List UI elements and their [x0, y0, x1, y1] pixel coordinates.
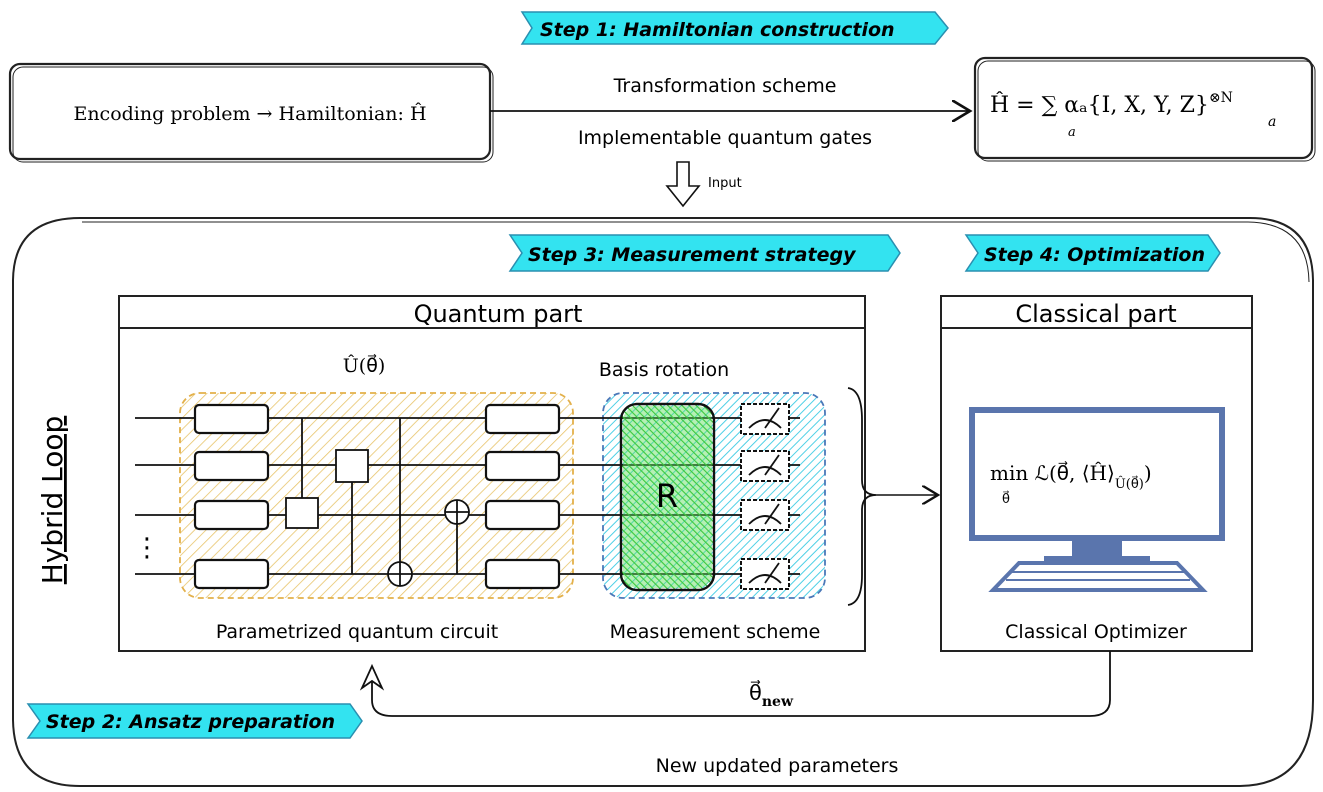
basis-rotation-label: Basis rotation	[599, 359, 729, 381]
objective-formula: min ℒ(θ⃗, ⟨Ĥ⟩Û(θ⃗))	[990, 460, 1152, 492]
classical-caption: Classical Optimizer	[1005, 621, 1187, 643]
step4-label: Step 4: Optimization	[984, 244, 1205, 266]
hamiltonian-sub: a	[1268, 114, 1276, 130]
rotation-gate	[619, 402, 716, 592]
step2-tag: Step 2: Ansatz preparation	[26, 703, 363, 739]
encoding-text: Encoding problem → Hamiltonian: Ĥ	[73, 102, 426, 125]
hamiltonian-box: Ĥ = ∑ αₐ{I, X, Y, Z}⊗N a a	[973, 56, 1316, 162]
hamiltonian-body: αₐ{I, X, Y, Z}	[1057, 93, 1209, 118]
monitor-screen	[969, 407, 1225, 541]
ansatz-region	[179, 392, 574, 599]
encoding-box: Encoding problem → Hamiltonian: Ĥ	[8, 62, 494, 163]
classical-part-panel: Classical part min ℒ(θ⃗, ⟨Ĥ⟩Û(θ⃗)) θ⃗ Cl…	[940, 295, 1253, 652]
step1-label: Step 1: Hamiltonian construction	[540, 19, 895, 41]
hybrid-loop-frame	[12, 217, 1314, 787]
entangling-gates	[285, 418, 470, 587]
feedback-label: New updated parameters	[656, 755, 899, 777]
input-label: Input	[708, 176, 742, 191]
step3-tag: Step 3: Measurement strategy	[508, 234, 901, 272]
meter-needles	[748, 407, 782, 584]
feedback-arrowhead	[359, 663, 385, 691]
wire-ellipsis: ⋮	[134, 533, 160, 563]
measurement-meters	[740, 403, 790, 590]
hybrid-loop-label: Hybrid Loop	[36, 416, 69, 585]
circuit-caption: Parametrized quantum circuit	[216, 621, 498, 643]
rotation-gate-label: R	[656, 477, 678, 515]
step1-tag: Step 1: Hamiltonian construction	[520, 11, 949, 45]
step3-label: Step 3: Measurement strategy	[528, 244, 857, 266]
quantum-part-panel: Quantum part Û(θ⃗) Basis rotation ⋮	[118, 295, 877, 652]
left-gate-column	[193, 403, 270, 590]
gates-label: Implementable quantum gates	[578, 127, 872, 149]
svg-text:Ĥ = ∑ αₐ{I, X, Y, Z}⊗N: Ĥ = ∑ αₐ{I, X, Y, Z}⊗N	[990, 90, 1233, 118]
step4-tag: Step 4: Optimization	[964, 234, 1221, 272]
right-gate-column	[484, 403, 561, 590]
unitary-label: Û(θ⃗)	[343, 354, 385, 377]
hamiltonian-sup: ⊗N	[1209, 90, 1233, 106]
argmin-subscript: θ⃗	[1002, 491, 1010, 507]
feedback-path	[371, 651, 1111, 717]
classical-part-title: Classical part	[1015, 300, 1176, 328]
hamiltonian-sum-sub: a	[1068, 125, 1076, 140]
measurement-caption: Measurement scheme	[610, 621, 821, 643]
transformation-label: Transformation scheme	[613, 75, 837, 97]
quantum-part-title: Quantum part	[414, 300, 583, 328]
keyboard-icon	[988, 561, 1208, 592]
step2-label: Step 2: Ansatz preparation	[46, 711, 335, 733]
theta-new: θ⃗new	[749, 680, 794, 710]
monitor-stand	[1072, 538, 1122, 556]
hamiltonian-lhs: Ĥ = ∑	[990, 91, 1058, 118]
input-arrow: Input	[665, 161, 742, 208]
